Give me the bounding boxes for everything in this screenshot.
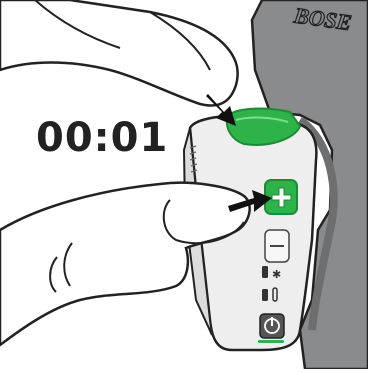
upper-hand — [0, 0, 238, 106]
power-status-light — [258, 340, 284, 343]
bluetooth-icon: ✱ — [272, 268, 281, 281]
battery-led — [262, 289, 268, 301]
countdown-timer: 00:01 — [36, 118, 168, 158]
bluetooth-led — [262, 266, 268, 278]
